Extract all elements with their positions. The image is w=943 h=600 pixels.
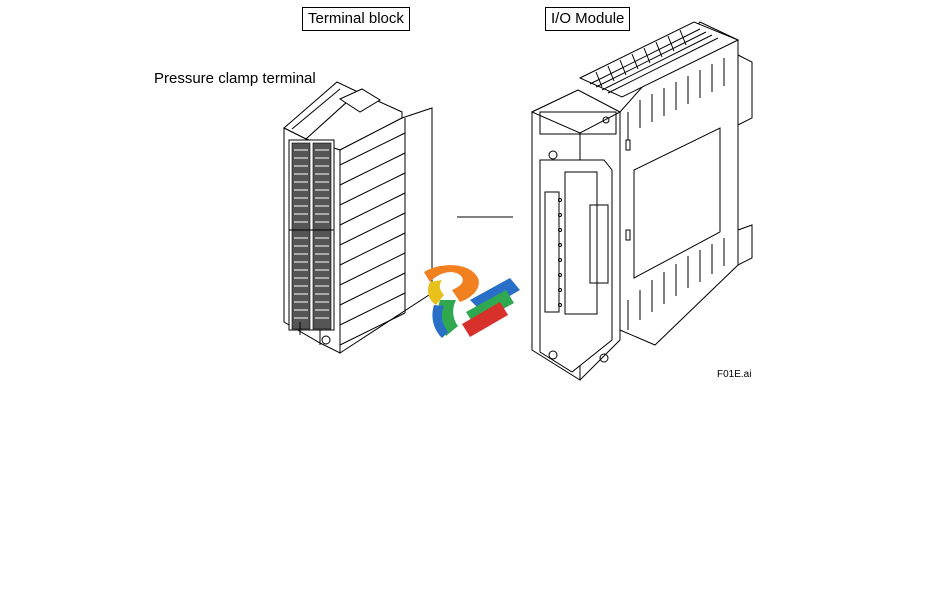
terminal-block-drawing <box>283 81 433 354</box>
io-module-side-fins <box>627 58 725 330</box>
figure-id-label: F01E.ai <box>717 369 752 380</box>
logo-swirl-icon <box>424 265 520 338</box>
terminal-block-label: Terminal block <box>302 7 410 31</box>
io-module-led-row <box>558 198 562 307</box>
io-module-top-fins <box>578 21 740 98</box>
io-module-drawing <box>530 21 753 381</box>
pressure-clamp-label: Pressure clamp terminal <box>154 70 316 87</box>
terminal-block-fins <box>339 118 406 346</box>
io-module-label: I/O Module <box>545 7 631 31</box>
